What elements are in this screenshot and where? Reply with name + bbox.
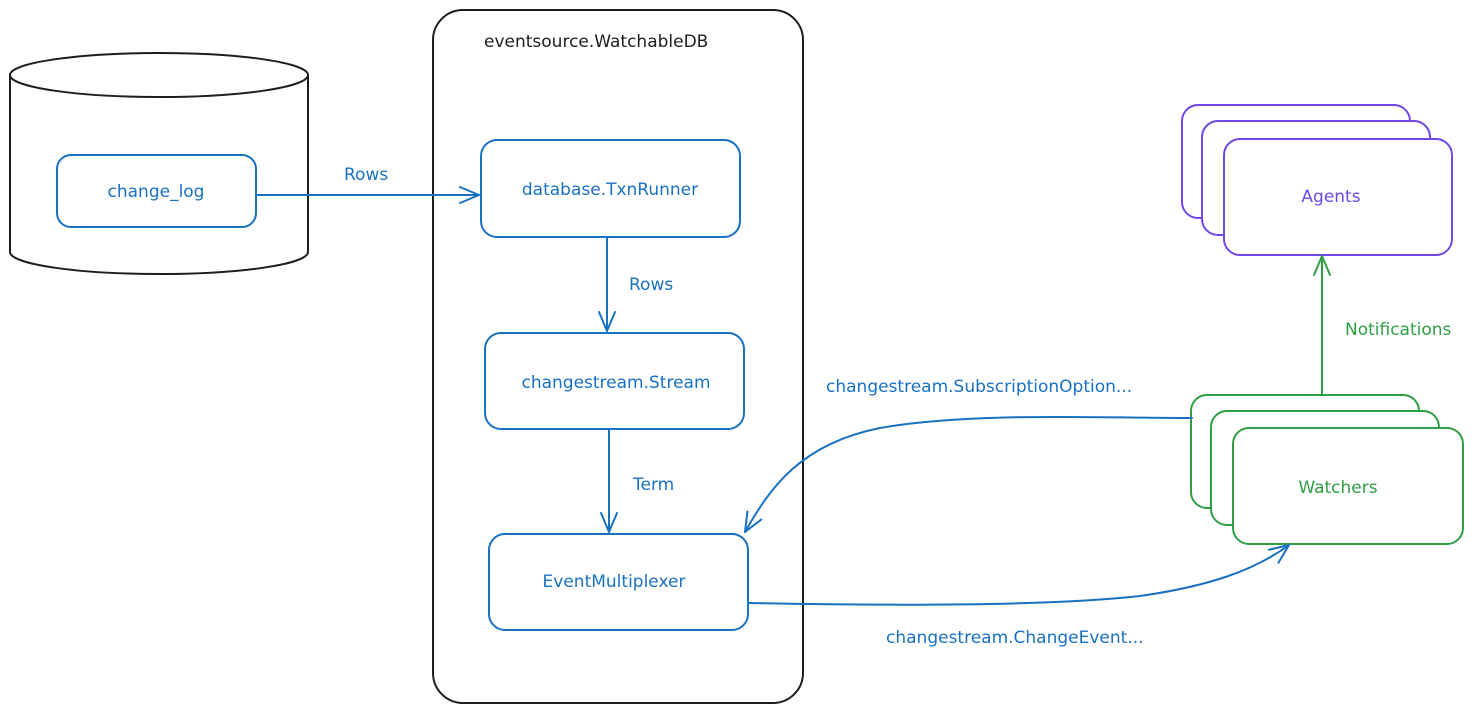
edge-watchers-to-agents: Notifications (1313, 255, 1452, 396)
edge-changeevent-label: changestream.ChangeEvent... (886, 628, 1144, 648)
edge-txnrunner-to-stream: Rows (598, 237, 673, 332)
multiplexer-node[interactable]: EventMultiplexer (488, 533, 749, 631)
agents-stack[interactable]: Agents (1181, 104, 1453, 256)
stream-label: changestream.Stream (521, 373, 710, 393)
agents-label: Agents (1301, 187, 1360, 207)
txn-runner-node[interactable]: database.TxnRunner (480, 139, 741, 238)
watchabledb-container: eventsource.WatchableDB (432, 9, 804, 704)
edge-rows-label-2: Rows (629, 275, 673, 295)
edge-stream-to-multiplexer: Term (600, 429, 674, 533)
txn-runner-label: database.TxnRunner (522, 180, 698, 200)
change-log-node[interactable]: change_log (56, 154, 257, 228)
edge-watchers-to-multiplexer: changestream.SubscriptionOption... (744, 377, 1193, 533)
watchers-label: Watchers (1298, 478, 1377, 498)
stream-node[interactable]: changestream.Stream (484, 332, 745, 430)
edge-rows-label-1: Rows (344, 165, 388, 185)
edge-subscription-label: changestream.SubscriptionOption... (826, 377, 1132, 397)
change-log-label: change_log (108, 182, 205, 202)
edge-notifications-label: Notifications (1345, 320, 1452, 340)
edge-term-label: Term (632, 475, 674, 495)
watchers-stack[interactable]: Watchers (1190, 394, 1464, 545)
edge-multiplexer-to-watchers: changestream.ChangeEvent... (748, 544, 1290, 648)
multiplexer-label: EventMultiplexer (543, 572, 686, 592)
container-title: eventsource.WatchableDB (484, 32, 708, 52)
edge-changelog-to-txnrunner: Rows (256, 165, 480, 204)
